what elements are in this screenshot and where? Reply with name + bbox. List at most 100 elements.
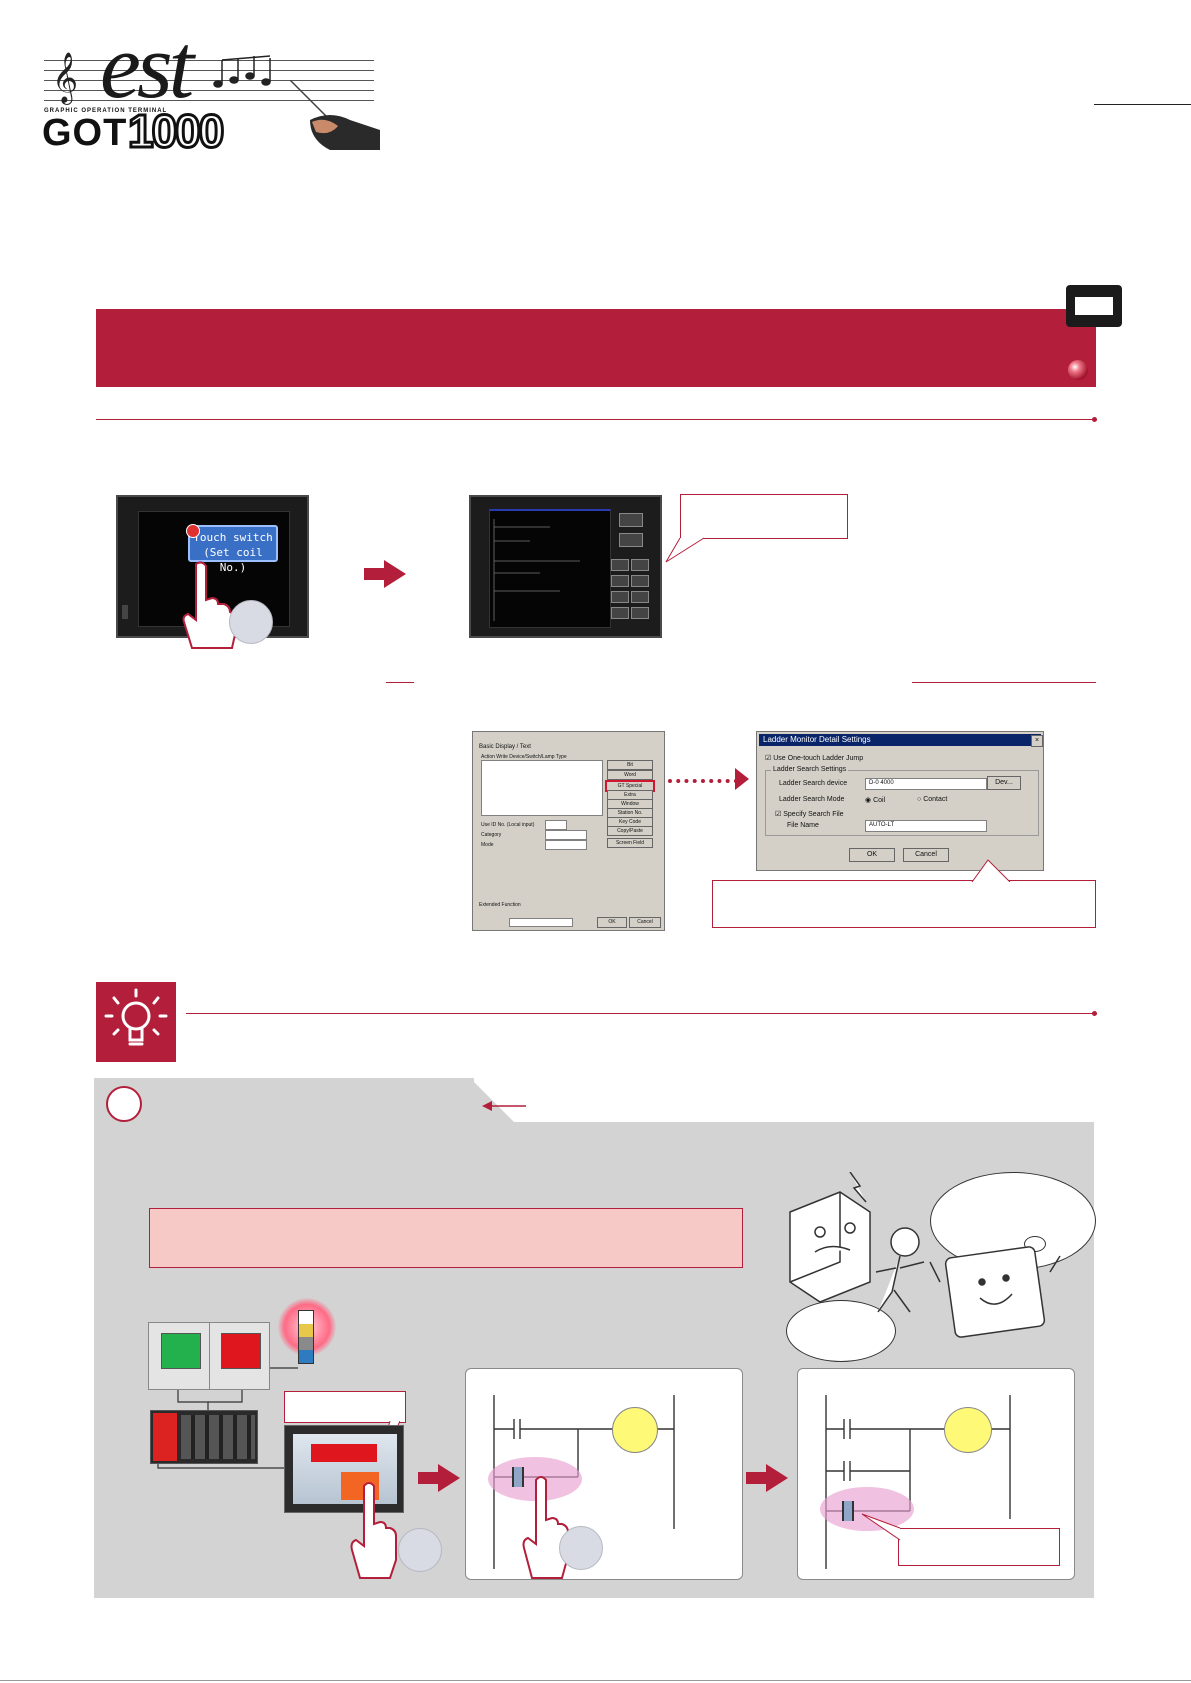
logo-tagline: GRAPHIC OPERATION TERMINAL [44,108,168,114]
dialog2-group-box [765,770,1039,836]
arrow-right-icon [746,1472,766,1484]
underline-short [386,682,414,683]
hand-pointer-icon [350,1482,397,1579]
panel-notch [474,1078,1094,1122]
dialog1-field-2[interactable] [545,840,587,850]
dialog1-cancel-button[interactable]: Cancel [629,917,661,928]
example-number-circle [106,1086,142,1122]
page-tab-marker [1066,285,1122,327]
red-button [221,1333,261,1369]
arrow-right-icon [735,768,749,790]
music-staff-lines [44,60,374,106]
dialog2-use-one-touch[interactable]: ☑ Use One-touch Ladder Jump [765,755,864,762]
divider-dot [1092,1011,1097,1016]
callout-box-screen [284,1391,406,1423]
dialog2-group-title: Ladder Search Settings [771,766,849,773]
logo-est-script: est [100,15,194,117]
dialog2-file-name-input[interactable]: AUTO-LT [865,820,987,832]
dialog1-btn-bit[interactable]: Bit [607,760,653,770]
green-button [161,1333,201,1369]
dialog1-name-field[interactable] [509,918,573,927]
dialog2-search-mode-label: Ladder Search Mode [779,796,845,803]
dialog2-mode-contact-radio[interactable]: ○ Contact [917,796,948,803]
dialog2-mode-contact-label: Contact [923,796,948,803]
dialog2-file-name-value: AUTO-LT [869,822,895,828]
dialog2-cancel-button[interactable]: Cancel [903,848,949,862]
plc-modules [181,1415,255,1459]
callout-tail [665,537,705,563]
conductor-hand-icon [289,80,380,150]
dialog1-field-label-2: Mode [481,842,494,848]
section-banner [96,309,1096,387]
touch-switch-button[interactable]: Touch switch (Set coil No.) [188,525,278,574]
arrow-right-head [766,1464,788,1492]
speech-bubble-bottom [786,1300,896,1362]
highlight-contact [820,1487,914,1531]
dialog2-specify-file-checkbox[interactable]: ☑ Specify Search File [775,811,844,818]
dialog2-mode-coil-label: Coil [873,797,886,804]
hint-divider [186,1013,1094,1014]
logo-1000: 1000 [126,105,225,157]
dialog2-dev-button[interactable]: Dev... [987,776,1021,790]
alert-dot-icon [186,524,200,538]
dialog1-btn-copy[interactable]: Copy/Paste [607,826,653,836]
dialog1-columns: Action Write Device/Switch/Lamp Type [481,754,567,760]
cartoon-illustration [789,1172,1061,1338]
plc-power-module [153,1413,177,1461]
dialog1-field-0[interactable] [545,820,567,830]
ladder-keys [611,513,657,629]
switch-settings-dialog: Basic Display / Text Action Write Device… [472,731,665,931]
dialog1-tabs[interactable]: Basic Display / Text [479,744,531,750]
music-notes-icon [213,55,271,88]
control-panel [148,1322,270,1390]
treble-clef-icon: 𝄞 [52,52,79,103]
dialog1-field-1[interactable] [545,830,587,840]
step-circle [229,600,273,644]
ladder-card-before [465,1368,743,1580]
dialog2-close-button[interactable]: × [1031,735,1043,747]
dialog1-field-label-1: Category [481,832,502,838]
alarm-bar [311,1444,377,1462]
callout-tail [861,1513,901,1541]
callout-tail [971,859,1011,882]
ladder-preview [493,519,580,621]
panel-divider [209,1323,210,1389]
dialog2-search-device-select[interactable]: D-0 4000 [865,778,987,790]
coil-symbol [612,1407,658,1453]
panel-notch-slope [470,1078,514,1122]
dialog2-mode-coil-radio[interactable]: ◉ Coil [865,797,886,804]
divider-dot [1092,417,1097,422]
hint-bulb-box [96,982,176,1062]
callout-box-result [898,1528,1060,1566]
plc-unit [150,1410,258,1464]
step-circle [398,1528,442,1572]
dialog1-btn-word[interactable]: Word [607,770,653,780]
arrow-right-icon [364,568,384,580]
dialog1-field-label-0: Use ID No. (Local input) [481,822,535,828]
dialog2-file-name-label: File Name [787,822,819,829]
hand-pointer-icon [182,561,238,649]
got-screen-ladder [469,495,662,638]
side-slot [122,605,128,619]
dialog1-extended: Extended Function [479,902,521,908]
ladder-card-after [797,1368,1075,1580]
dialog2-search-device-label: Ladder Search device [779,780,848,787]
arrow-right-head [438,1464,460,1492]
signal-tower-icon [298,1310,314,1364]
callout-box-ladder [680,494,848,539]
dotted-arrow-line [668,779,738,787]
contact-symbol [842,1501,854,1521]
underline-long [912,682,1096,683]
action-list[interactable] [481,760,603,816]
coil-symbol [944,1407,992,1453]
dialog1-btn-screen-field[interactable]: Screen Field [607,838,653,848]
panel-tab [94,1078,474,1122]
dialog1-ok-button[interactable]: OK [597,917,627,928]
dialog2-ok-button[interactable]: OK [849,848,895,862]
problem-note-box [149,1208,743,1268]
bulb-icon [104,988,168,1046]
ladder-monitor-dialog: Ladder Monitor Detail Settings × ☑ Use O… [756,731,1044,871]
step-circle [559,1526,603,1570]
hand-pointer-icon [522,1476,569,1579]
arrow-left-icon [482,1101,526,1111]
